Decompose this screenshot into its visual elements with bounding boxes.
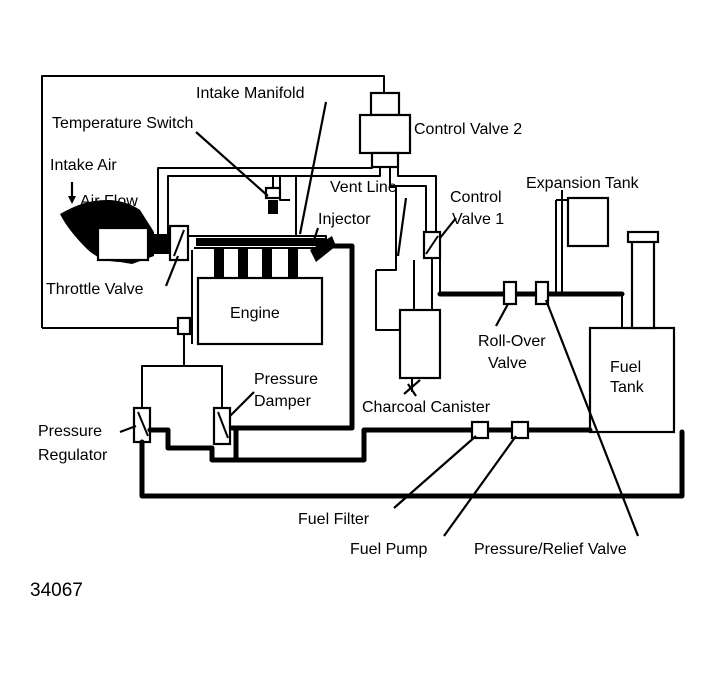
throttle-valve: [168, 224, 190, 262]
label-fuel-filter: Fuel Filter: [298, 511, 370, 528]
label-pressure-regulator-2: Regulator: [38, 447, 108, 464]
label-pressure-damper-2: Damper: [254, 393, 312, 410]
control-valve-2-line-right: [397, 160, 437, 232]
fuel-tank: [588, 326, 676, 434]
vacuum-tee: [176, 316, 192, 336]
engine-block: [196, 276, 324, 346]
label-charcoal-canister: Charcoal Canister: [362, 399, 491, 416]
injector-rail: [196, 236, 336, 280]
control-valve-2-line-left: [157, 160, 373, 236]
label-engine: Engine: [230, 305, 280, 322]
label-valve-1: Valve 1: [452, 211, 504, 228]
label-fuel-pump: Fuel Pump: [350, 541, 427, 558]
leader-control-valve-1: [439, 217, 457, 239]
control-valve-1: [422, 230, 442, 260]
label-air-flow: Air Flow: [80, 193, 138, 210]
label-intake-manifold: Intake Manifold: [196, 85, 305, 102]
leader-intake-manifold: [298, 101, 328, 235]
leader-pressure-regulator: [119, 424, 137, 434]
label-temperature-switch: Temperature Switch: [52, 115, 193, 132]
label-control-valve-2: Control Valve 2: [414, 121, 522, 138]
leader-throttle-valve: [164, 255, 180, 287]
charcoal-canister: [398, 308, 442, 380]
leader-vent-line: [396, 197, 408, 257]
label-pressure-relief-valve: Pressure/Relief Valve: [474, 541, 627, 558]
figure-number: 34067: [30, 580, 83, 601]
label-tank: Tank: [610, 379, 645, 396]
roll-over-valve: [502, 280, 518, 306]
control-valve-2-line-right-inner: [389, 167, 427, 232]
label-pressure-damper-1: Pressure: [254, 371, 318, 388]
fuel-pump: [510, 420, 530, 440]
vent-line-down: [375, 270, 400, 331]
leader-pressure-damper: [229, 391, 255, 417]
label-roll-over: Roll-Over: [478, 333, 546, 350]
label-injector: Injector: [318, 211, 371, 228]
label-expansion-tank: Expansion Tank: [526, 175, 640, 192]
temperature-switch: [264, 176, 290, 214]
fuel-tank-filler-neck: [630, 234, 656, 330]
label-throttle-valve: Throttle Valve: [46, 281, 144, 298]
fuel-tank-cap: [626, 230, 660, 244]
label-intake-air: Intake Air: [50, 157, 117, 174]
leader-fuel-pump: [443, 435, 517, 537]
label-valve: Valve: [488, 355, 527, 372]
pressure-damper: [212, 406, 232, 446]
vacuum-line-outer: [41, 75, 385, 328]
leader-roll-over-valve: [495, 303, 509, 327]
air-flow-meter-box: [96, 226, 150, 262]
vent-line: [376, 186, 397, 271]
label-control: Control: [450, 189, 502, 206]
fuel-rail-return: [229, 243, 355, 431]
label-pressure-regulator-1: Pressure: [38, 423, 102, 440]
control-valve-2: [358, 91, 412, 169]
fuel-return-line: [139, 429, 685, 499]
label-meter: Meter: [90, 213, 132, 230]
leader-temperature-switch: [195, 131, 269, 197]
fuel-feed-line: [233, 427, 475, 463]
pressure-relief-valve: [534, 280, 550, 306]
expansion-tank: [566, 196, 610, 248]
label-vent-line: Vent Line: [330, 179, 397, 196]
pressure-regulator: [132, 406, 152, 444]
pressure-regulator-line: [141, 365, 223, 408]
label-fuel: Fuel: [610, 359, 641, 376]
fuel-filter: [470, 420, 490, 440]
air-flow-duct: [148, 234, 170, 254]
leader-fuel-filter: [393, 435, 477, 509]
leader-pressure-relief-valve: [544, 299, 640, 537]
leader-injector: [310, 227, 320, 247]
